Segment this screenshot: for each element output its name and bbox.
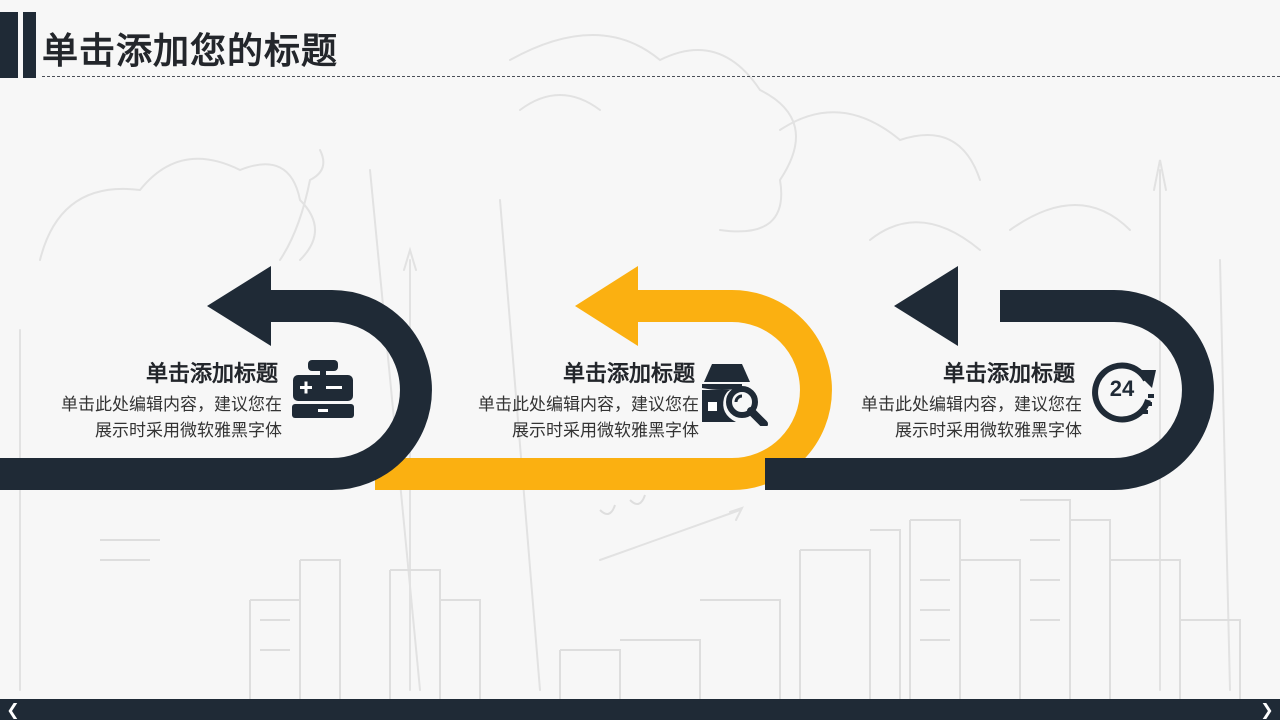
title-divider [42,76,1280,77]
step-3-title[interactable]: 单击添加标题 [942,362,1075,387]
24-hour-icon: 24 [1086,356,1160,426]
arrow-head-1 [207,266,271,346]
arrow-path-3 [765,290,1214,490]
arrow-head-3 [894,266,958,346]
step-1-desc-line-1: 单击此处编辑内容，建议您在 [61,395,282,415]
step-3-desc-line-2: 展示时采用微软雅黑字体 [895,421,1082,441]
cash-register-icon [292,360,354,418]
store-search-icon [702,364,768,426]
next-slide-button[interactable]: ❯ [1260,700,1274,719]
arrow-head-2 [575,266,638,346]
step-2-desc-line-2: 展示时采用微软雅黑字体 [512,421,699,441]
step-3-desc-line-1: 单击此处编辑内容，建议您在 [861,395,1082,415]
prev-slide-button[interactable]: ❮ [6,700,20,719]
arrow-path-2 [375,290,832,490]
bottom-bar [0,699,1280,720]
page-title[interactable]: 单击添加您的标题 [42,31,339,72]
step-2-desc-line-1: 单击此处编辑内容，建议您在 [478,395,699,415]
step-2-title[interactable]: 单击添加标题 [562,362,695,387]
24-hour-icon-label: 24 [1109,376,1135,401]
step-1-desc-line-2: 展示时采用微软雅黑字体 [95,421,282,441]
step-1-title[interactable]: 单击添加标题 [145,362,278,387]
title-accent-bar-secondary [23,12,36,78]
arrow-path-1 [0,290,432,490]
title-accent-bar [0,12,18,78]
